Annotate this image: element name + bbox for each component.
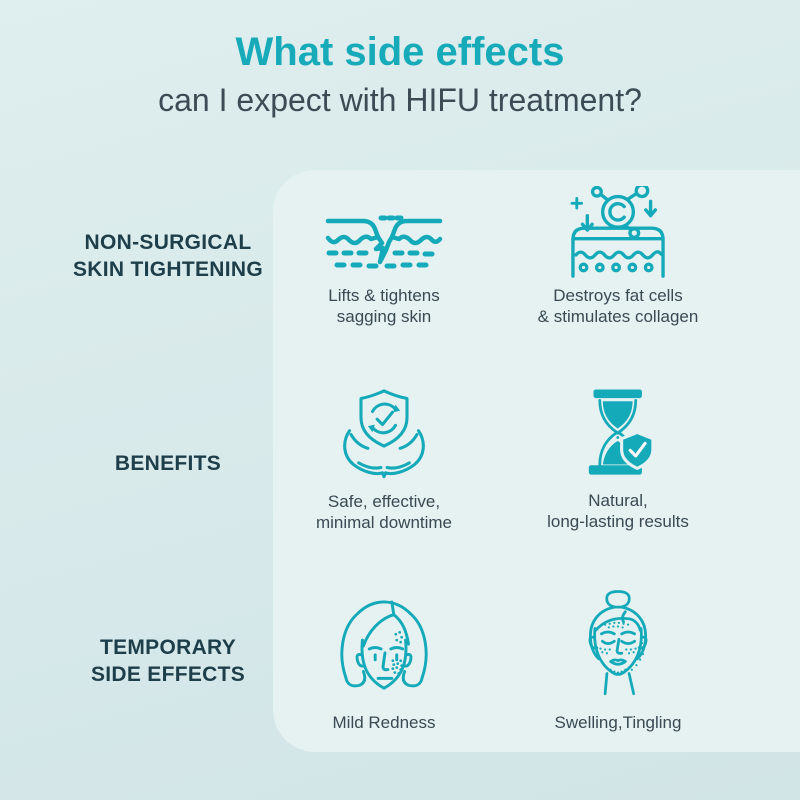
item-swelling-tingling: Swelling,Tingling [503,588,733,733]
item-caption: Safe, effective, minimal downtime [269,491,499,533]
item-caption: Mild Redness [269,712,499,733]
item-caption: Swelling,Tingling [503,712,733,733]
caption-line: Destroys fat cells [553,286,683,305]
page-subtitle: can I expect with HIFU treatment? [158,82,642,118]
item-caption: Destroys fat cells & stimulates collagen [503,285,733,327]
item-caption: Natural, long-lasting results [503,490,733,532]
caption-line: Safe, effective, [327,492,441,511]
caption-line: Mild Redness [332,713,436,732]
page-title: What side effects [235,30,565,74]
caption-line: Lifts & tightens [328,286,440,305]
caption-line: Natural, [588,491,648,510]
section-label-temporary-side-effects: TEMPORARY SIDE EFFECTS [28,634,308,688]
item-caption: Lifts & tightens sagging skin [269,285,499,327]
section-label-non-surgical: NON-SURGICAL SKIN TIGHTENING [28,229,308,283]
section-label-line: NON-SURGICAL [84,231,252,254]
item-lifts-tightens: Lifts & tightens sagging skin [269,205,499,327]
fat-cells-collagen-icon [503,185,733,278]
caption-line: sagging skin [336,307,432,326]
section-label-line: BENEFITS [114,452,222,475]
caption-line: minimal downtime [315,513,453,532]
face-redness-icon [269,596,499,700]
header: What side effects can I expect with HIFU… [0,30,800,119]
section-label-line: TEMPORARY [99,636,237,659]
caption-line: & stimulates collagen [537,307,699,326]
item-safe-effective: Safe, effective, minimal downtime [269,385,499,533]
face-swelling-icon [503,588,733,700]
section-label-line: SIDE EFFECTS [90,663,246,686]
caption-line: long-lasting results [547,512,689,531]
hourglass-shield-icon [503,386,733,482]
section-label-benefits: BENEFITS [28,450,308,477]
shield-hands-icon [269,385,499,481]
skin-tightening-icon [269,205,499,277]
item-destroys-fat-cells: Destroys fat cells & stimulates collagen [503,185,733,327]
item-mild-redness: Mild Redness [269,596,499,733]
item-natural-results: Natural, long-lasting results [503,386,733,532]
caption-line: Swelling,Tingling [554,713,682,732]
section-label-line: SKIN TIGHTENING [72,258,263,281]
